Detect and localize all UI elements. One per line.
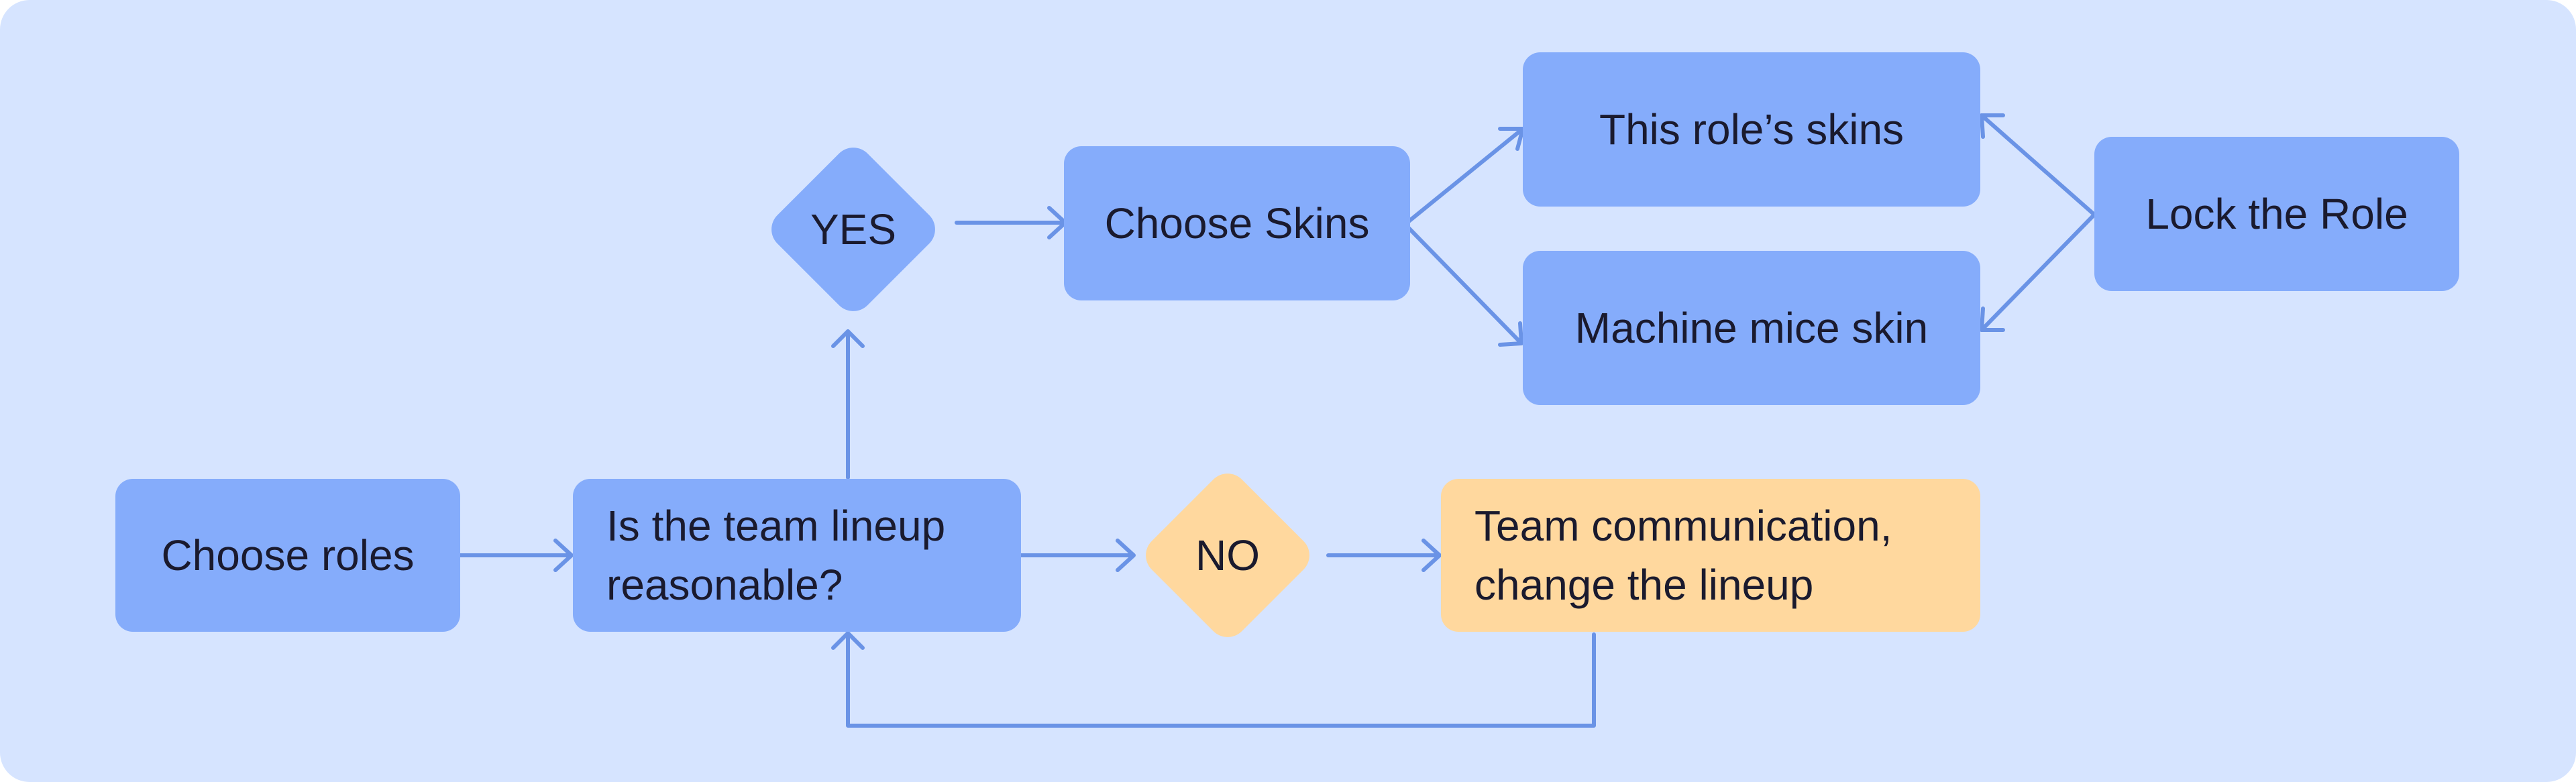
arrowhead-skins-to-mice-skin (1498, 321, 1523, 347)
decision-yes: YES (761, 137, 946, 322)
decision-yes-label: YES (810, 205, 897, 254)
node-choose-roles: Choose roles (115, 479, 460, 632)
node-lock-the-role: Lock the Role (2094, 137, 2459, 291)
decision-no: NO (1135, 463, 1320, 648)
node-choose-skins-label: Choose Skins (1104, 199, 1370, 247)
decision-no-label: NO (1195, 531, 1260, 579)
node-choose-skins: Choose Skins (1064, 146, 1410, 300)
arrow-skins-to-mice-skin (1407, 226, 1523, 345)
arrow-communication-loop-back (846, 632, 1596, 728)
arrowhead-question-to-no (1116, 539, 1136, 572)
node-lineup-question-text: Is the team lineup reasonable? (606, 496, 945, 614)
arrowhead-no-to-communication (1421, 539, 1442, 572)
arrowhead-lock-to-role-skins (1980, 113, 2005, 139)
arrowhead-lock-to-mice-skin (1980, 306, 2005, 332)
node-lineup-question-line2: reasonable? (606, 561, 843, 609)
node-lineup-question: Is the team lineup reasonable? (573, 479, 1021, 632)
node-team-communication-text: Team communication, change the lineup (1474, 496, 1892, 614)
arrowhead-loop-back (831, 631, 865, 650)
node-team-communication: Team communication, change the lineup (1441, 479, 1980, 632)
node-machine-mice-skin-label: Machine mice skin (1574, 304, 1929, 352)
node-team-communication-line2: change the lineup (1474, 561, 1814, 609)
arrow-lock-to-mice-skin (1980, 213, 2096, 332)
arrowhead-roles-to-question (553, 539, 574, 572)
node-this-role-skins-label: This role’s skins (1599, 105, 1904, 154)
arrow-lock-to-role-skins (1980, 113, 2096, 217)
node-choose-roles-label: Choose roles (161, 531, 415, 579)
arrow-skins-to-role-skins (1407, 127, 1525, 223)
node-team-communication-line1: Team communication, (1474, 502, 1892, 550)
node-this-role-skins: This role’s skins (1523, 52, 1980, 207)
node-lineup-question-line1: Is the team lineup (606, 502, 946, 550)
arrowhead-question-to-yes (831, 329, 865, 348)
node-lock-the-role-label: Lock the Role (2145, 190, 2408, 238)
node-machine-mice-skin: Machine mice skin (1523, 251, 1980, 405)
